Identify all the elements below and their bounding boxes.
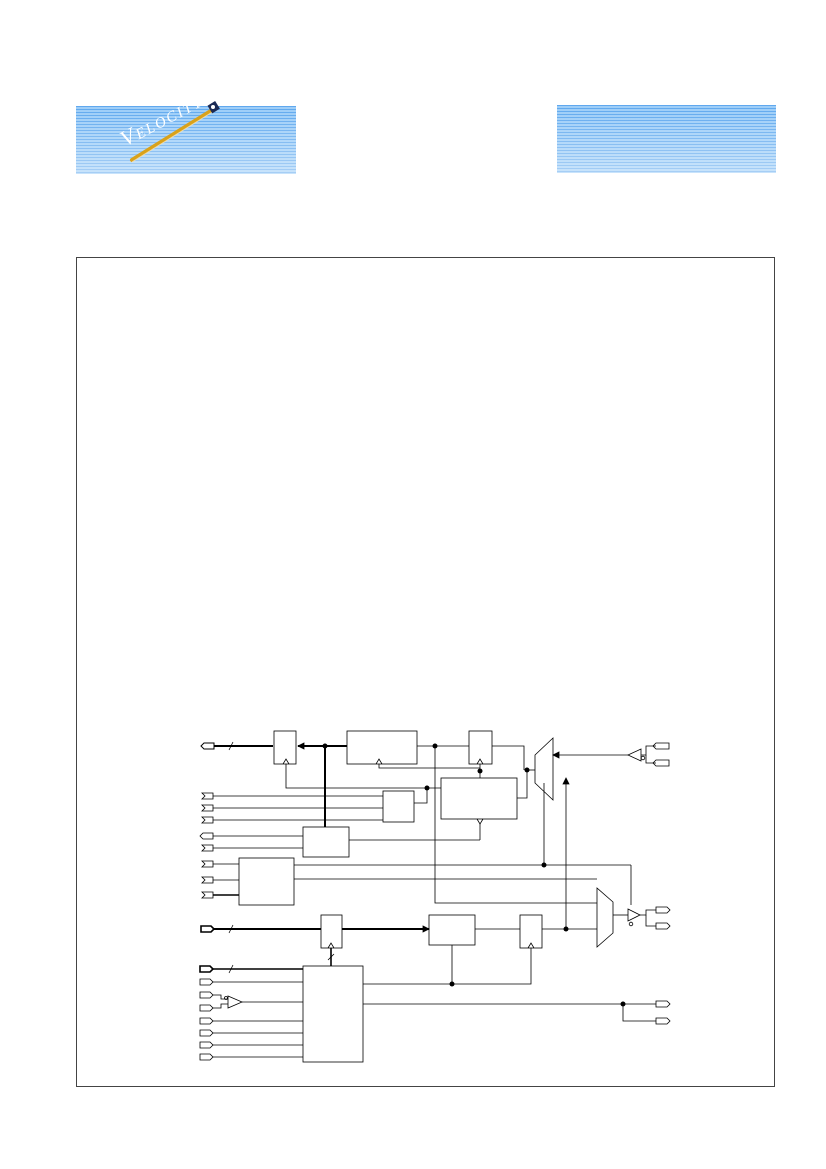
output-buffer: [627, 908, 641, 922]
clock-marker: [476, 818, 484, 825]
input-port: [199, 978, 214, 986]
register-block-2: [468, 730, 493, 765]
link-line: [517, 770, 528, 799]
link-line: [640, 909, 656, 916]
link-line: [641, 745, 656, 756]
link-line: [213, 994, 228, 1000]
clock-marker: [327, 942, 335, 949]
input-port: [652, 742, 670, 750]
invert-bubble: [640, 755, 646, 761]
link-line: [645, 915, 656, 927]
input-port-bus: [200, 925, 216, 933]
processing-block: [346, 730, 418, 765]
output-port: [655, 922, 671, 930]
junction-dot: [563, 926, 569, 932]
control-unit-block: [238, 857, 295, 906]
link-line: [434, 746, 597, 904]
arrow-head: [422, 925, 430, 933]
register-block-1: [273, 730, 297, 765]
bus-interface-block: [302, 826, 350, 858]
input-port: [199, 1004, 214, 1012]
input-port: [652, 759, 670, 767]
bus-slash: [327, 953, 335, 961]
arrow-head: [552, 751, 560, 759]
pen-nib-icon: [130, 100, 220, 163]
input-buffer: [627, 748, 642, 762]
input-port-bus: [199, 965, 215, 973]
clock-marker: [476, 758, 484, 765]
output-port: [199, 832, 214, 840]
link-line: [622, 1004, 656, 1022]
input-buffer: [227, 995, 244, 1009]
clock-line: [285, 764, 417, 789]
arrow-head: [297, 742, 305, 750]
output-port: [655, 1000, 671, 1008]
input-port: [199, 1053, 214, 1061]
input-port: [199, 1029, 214, 1037]
bus-slash: [228, 924, 234, 934]
input-port: [201, 844, 214, 852]
input-port: [201, 792, 214, 800]
input-port: [201, 816, 214, 824]
input-port: [199, 991, 214, 999]
mux-bottom: [596, 887, 614, 948]
mux-top: [534, 737, 554, 801]
bus-slash: [228, 741, 234, 751]
clock-marker: [527, 942, 535, 949]
clock-marker: [282, 758, 290, 765]
link-line: [492, 745, 525, 770]
control-block: [440, 777, 518, 820]
input-port: [201, 804, 214, 812]
clock-line: [378, 764, 481, 769]
invert-bubble: [224, 996, 228, 1000]
bus-slash: [228, 964, 234, 974]
input-port: [201, 891, 214, 899]
input-port: [199, 1017, 214, 1025]
small-block: [382, 790, 415, 823]
link-line: [451, 945, 532, 985]
output-port-bus: [200, 742, 215, 750]
input-port: [201, 860, 214, 868]
logo-banner: [76, 106, 296, 174]
output-port: [655, 906, 671, 914]
input-register: [320, 914, 343, 949]
input-port: [199, 1041, 214, 1049]
data-block: [428, 914, 476, 946]
header-banner-right: [557, 105, 776, 173]
invert-bubble: [628, 921, 634, 927]
link-line: [414, 788, 428, 804]
input-port: [201, 876, 214, 884]
output-port: [655, 1017, 671, 1025]
diagram-frame: [76, 257, 775, 1087]
arrow-head: [562, 777, 570, 785]
link-line: [213, 1003, 228, 1009]
clock-marker: [375, 758, 383, 765]
main-controller-block: [302, 965, 364, 1063]
